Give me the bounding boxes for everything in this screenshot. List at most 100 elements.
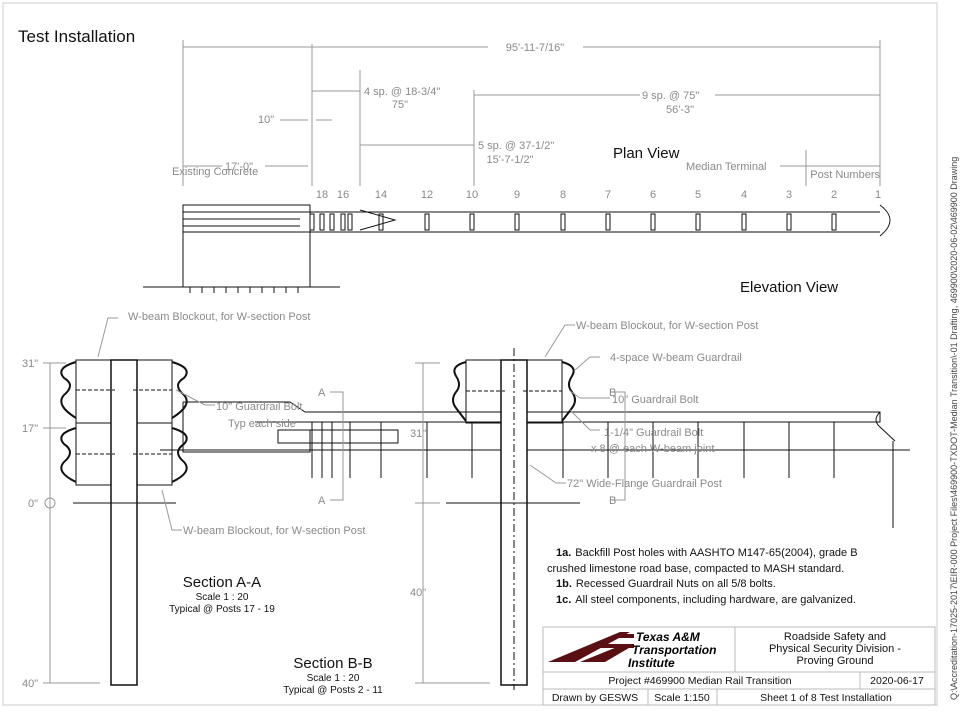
- svg-text:1b.Recessed Guardrail Nuts on: 1b. Recessed Guardrail Nuts on all 5/8 bo…: [556, 578, 776, 590]
- logo-line-1: Texas A&M: [636, 630, 701, 644]
- section-aa-drawing: [43, 317, 215, 686]
- note-1c-num: 1c.: [556, 594, 571, 606]
- section-aa-typical: Typical @ Posts 17 - 19: [169, 604, 275, 615]
- note-1a-text: Backfill Post holes with AASHTO M147-65(…: [575, 547, 857, 559]
- elevation-view-label: Elevation View: [740, 279, 838, 296]
- plan-post: [831, 213, 837, 231]
- aa-dim-40: 40": [22, 678, 38, 690]
- section-a-marker-bottom: A: [318, 495, 326, 507]
- title-block: Texas A&M Transportation Institute Roads…: [542, 626, 936, 706]
- sheet-info: Sheet 1 of 8 Test Installation: [760, 692, 892, 704]
- aa-callout-bolt-sub: Typ each side: [228, 418, 296, 430]
- aa-callout-bolt: 10" Guardrail Bolt: [216, 401, 302, 413]
- plan-dimensions: 95'-11-7/16" 4 sp. @ 18-3/4" 75" 9 sp. @…: [182, 40, 881, 186]
- drawing-scale: Scale 1:150: [654, 692, 710, 704]
- note-1b-text: Recessed Guardrail Nuts on all 5/8 bolts…: [576, 578, 776, 590]
- file-path: Q:\Accreditation-17025-2017\EIR-000 Proj…: [949, 157, 959, 700]
- dim-10in: 10": [258, 114, 274, 126]
- plan-post: [347, 213, 353, 231]
- svg-text:1a.Backfill Post holes with AA: 1a. Backfill Post holes with AASHTO M147-…: [556, 547, 858, 559]
- bb-callout-splice: 1-1/4" Guardrail Bolt: [604, 427, 703, 439]
- plan-post: [560, 213, 566, 231]
- post-number-4: 4: [741, 189, 747, 201]
- section-bb-title: Section B-B: [293, 655, 372, 672]
- bb-callout-bolt: 10" Guardrail Bolt: [612, 394, 698, 406]
- plan-post: [514, 213, 520, 231]
- bb-callout-post: 72" Wide-Flange Guardrail Post: [567, 478, 722, 490]
- section-a-marker-top: A: [318, 387, 326, 399]
- section-bb-scale: Scale 1 : 20: [307, 673, 360, 684]
- post-number-5: 5: [695, 189, 701, 201]
- tti-logo: Texas A&M Transportation Institute: [548, 630, 716, 670]
- plan-post: [424, 213, 430, 231]
- aa-dim-17: 17": [22, 423, 38, 435]
- post-number-16: 16: [337, 189, 349, 201]
- plan-post: [786, 213, 792, 231]
- post-number-7: 7: [605, 189, 611, 201]
- section-b-marker-bottom: B: [609, 495, 616, 507]
- aa-dim-0: 0": [28, 498, 38, 510]
- svg-text:1c.All steel components, inclu: 1c. All steel components, including hardw…: [556, 594, 856, 606]
- dim-9sp: 9 sp. @ 75": [642, 90, 699, 102]
- plan-post: [469, 213, 475, 231]
- section-aa-scale: Scale 1 : 20: [196, 592, 249, 603]
- plan-view-drawing: Plan View: [143, 204, 891, 293]
- drawing-date: 2020-06-17: [870, 675, 924, 687]
- logo-line-2: Transportation: [632, 643, 716, 657]
- post-number-12: 12: [421, 189, 433, 201]
- dim-4sp: 4 sp. @ 18-3/4": [364, 86, 440, 98]
- sheet-border: [2, 2, 938, 706]
- dim-5sp: 5 sp. @ 37-1/2": [478, 140, 554, 152]
- plan-post: [741, 213, 747, 231]
- section-b-marker-top: B: [609, 387, 616, 399]
- dim-17ft: 17'-0": [225, 161, 253, 173]
- post-numbers-label: Post Numbers: [810, 169, 880, 181]
- division-line-3: Proving Ground: [796, 655, 873, 667]
- bb-callout-blockout: W-beam Blockout, for W-section Post: [576, 320, 758, 332]
- post-number-14: 14: [375, 189, 387, 201]
- note-1c-text: All steel components, including hardware…: [575, 594, 856, 606]
- project-name: Project #469900 Median Rail Transition: [608, 675, 791, 687]
- plan-post: [378, 213, 384, 231]
- plan-post: [650, 213, 656, 231]
- plan-post: [329, 213, 335, 231]
- dim-4sp-total: 75": [392, 99, 408, 111]
- note-1b-num: 1b.: [556, 578, 572, 590]
- aa-dim-31: 31": [22, 358, 38, 370]
- bb-dim-40: 40": [410, 587, 426, 599]
- section-bb-drawing: [415, 324, 610, 690]
- post-number-8: 8: [560, 189, 566, 201]
- median-terminal-label: Median Terminal: [686, 161, 767, 173]
- division-line-1: Roadside Safety and: [784, 631, 886, 643]
- dim-5sp-total: 15'-7-1/2": [487, 154, 534, 166]
- division-line-2: Physical Security Division -: [769, 643, 901, 655]
- aa-callout-blockout-bottom: W-beam Blockout, for W-section Post: [183, 525, 365, 537]
- post-number-1: 1: [875, 189, 881, 201]
- post-number-6: 6: [650, 189, 656, 201]
- aa-callout-blockout-top: W-beam Blockout, for W-section Post: [128, 311, 310, 323]
- bb-callout-splice-sub: x 8 @ each W-beam joint: [591, 443, 714, 455]
- post-number-10: 10: [466, 189, 478, 201]
- logo-line-3: Institute: [628, 656, 675, 670]
- bb-dim-31: 31": [410, 428, 426, 440]
- plan-post: [319, 213, 325, 231]
- elevation-view-drawing: [160, 391, 910, 528]
- note-1a-cont: crushed limestone road base, compacted t…: [547, 563, 844, 575]
- post-number-3: 3: [786, 189, 792, 201]
- dim-overall: 95'-11-7/16": [506, 42, 564, 54]
- plan-post: [340, 213, 346, 231]
- plan-post: [309, 213, 315, 231]
- note-1a-num: 1a.: [556, 547, 571, 559]
- plan-view-label: Plan View: [613, 145, 680, 162]
- section-bb-typical: Typical @ Posts 2 - 11: [283, 685, 383, 696]
- post-number-18: 18: [316, 189, 328, 201]
- sheet-title: Test Installation: [18, 27, 135, 46]
- existing-concrete-label: Existing Concrete: [172, 166, 258, 178]
- post-number-9: 9: [514, 189, 520, 201]
- general-notes: 1a. Backfill Post holes with AASHTO M147-…: [547, 547, 858, 606]
- plan-post: [605, 213, 611, 231]
- plan-post: [695, 213, 701, 231]
